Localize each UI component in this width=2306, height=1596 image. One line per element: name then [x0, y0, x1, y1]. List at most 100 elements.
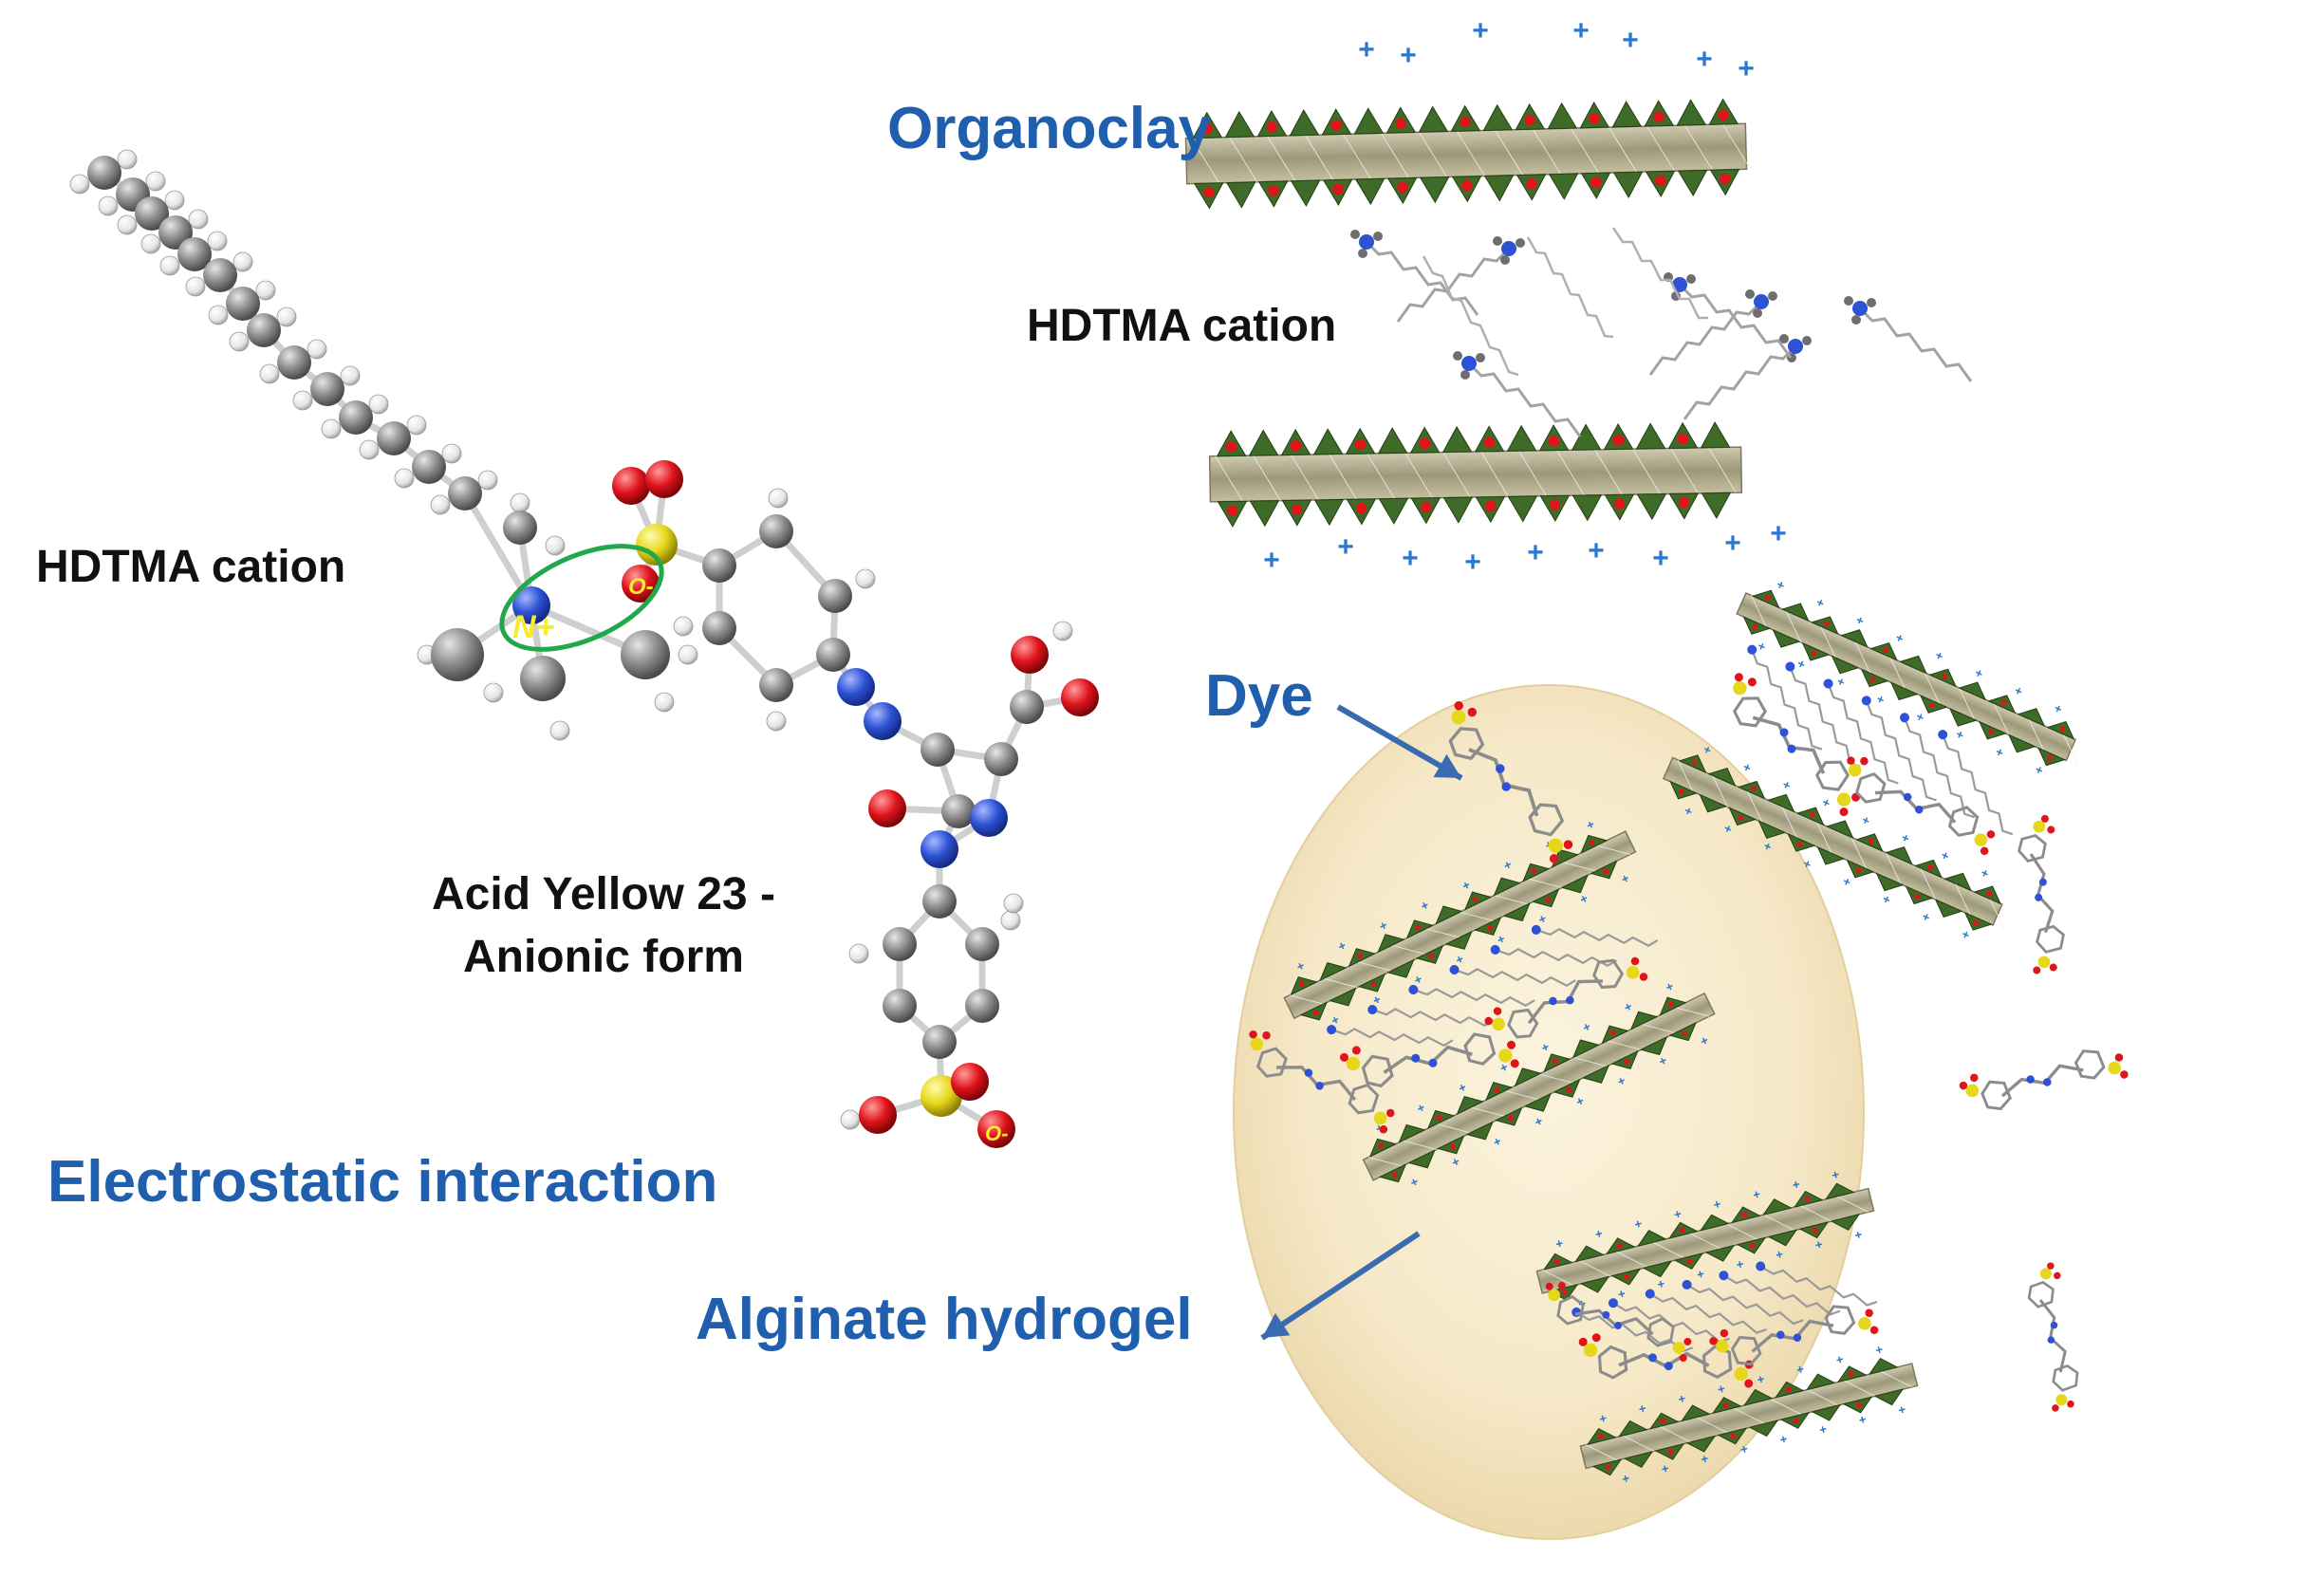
clay-oxygen: [1203, 186, 1215, 198]
methyl-group: [1686, 274, 1696, 284]
sheet-bond: [1562, 862, 1597, 872]
methyl-group: [1779, 334, 1789, 343]
charge-plus: +: [1920, 909, 1932, 925]
charge-plus: +: [1973, 665, 1985, 681]
tetrahedron-top: [1248, 429, 1279, 456]
sheet-bond: [1215, 455, 1243, 502]
tetrahedron-top: [1629, 1011, 1659, 1030]
alkyl-chain: [1526, 236, 1614, 339]
dye-ring: [1732, 696, 1768, 728]
tetrahedron-top: [1493, 877, 1521, 897]
dye-oxygen: [1734, 673, 1743, 682]
tetrahedron-bottom: [1386, 958, 1415, 978]
sheet-bond: [1850, 837, 1868, 869]
ammonium-head: [1359, 234, 1374, 250]
charge-plus: +: [1724, 528, 1741, 559]
dye-nitrogen: [1411, 1053, 1421, 1063]
charge-plus: +: [1633, 1216, 1644, 1232]
label-arrows: [1260, 704, 1463, 1341]
clay-oxygen: [1605, 1464, 1611, 1471]
sheet-bond: [1404, 453, 1433, 499]
hydrogen-atom: [394, 468, 415, 489]
clay-oxygen: [1869, 838, 1874, 844]
dye-ring: [1597, 1345, 1628, 1380]
sheet-bond: [1781, 806, 1798, 839]
charge-plus: +: [1263, 545, 1280, 576]
clay-oxygen: [1397, 181, 1408, 194]
tetrahedron-bottom: [1560, 874, 1590, 894]
clay-oxygen: [1226, 505, 1238, 516]
tetrahedron-top: [1514, 1067, 1542, 1087]
charge-plus: +: [1899, 830, 1911, 846]
alkyl-chain: [1865, 699, 1937, 802]
dye-ring: [2027, 1280, 2055, 1308]
charge-plus: +: [1652, 543, 1669, 574]
dye-oxygen: [1249, 1030, 1257, 1039]
oxygen-atom: [977, 1110, 1015, 1148]
tetrahedron-top: [1840, 629, 1869, 648]
tetrahedron-bottom: [1636, 492, 1667, 521]
hydrogen-atom: [276, 306, 297, 327]
clay-sheet: ++++++++++++++++: [1579, 1342, 1919, 1486]
intercalated-dye: [1732, 673, 1861, 817]
clay-oxygen: [1330, 120, 1342, 131]
intercalated-dye: [1340, 1032, 1519, 1088]
sheet-bond: [1622, 1435, 1655, 1452]
tetrahedron-top: [1353, 107, 1385, 135]
tetrahedron-bottom: [1571, 494, 1603, 522]
dye-oxygen: [1630, 956, 1640, 966]
clay-stack: ++++++++++++++++++++++++++++++++: [1283, 817, 1716, 1190]
hydrogen-atom: [98, 195, 119, 216]
clay-oxygen: [1883, 647, 1889, 654]
ammonium-head: [1861, 696, 1871, 706]
dye-nitrogen: [1664, 1362, 1673, 1371]
methyl-group: [1460, 370, 1470, 380]
carbon-atom: [87, 156, 121, 190]
dye-sulfur: [1548, 1289, 1560, 1302]
tetrahedron-bottom: [1507, 495, 1538, 523]
dye-nitrogen: [1496, 764, 1505, 773]
hdtma-molecule: [1350, 230, 1479, 316]
sheet-bond: [1305, 135, 1334, 180]
hydrogen-atom: [359, 439, 380, 460]
alkyl-chain: [1365, 240, 1479, 316]
charge-plus: +: [1770, 518, 1787, 549]
charge-plus: +: [1616, 1286, 1627, 1301]
dye-oxygen: [2114, 1053, 2124, 1062]
sheet-bond: [1402, 1140, 1437, 1150]
methyl-group: [1753, 308, 1762, 318]
carbon-atom: [412, 450, 446, 484]
tetrahedron-top: [1637, 1230, 1667, 1247]
ammonium-head: [1672, 277, 1687, 292]
alkyl-chain: [1330, 1028, 1454, 1048]
dye-sulfur: [1451, 710, 1466, 725]
clay-oxygen: [1548, 436, 1560, 447]
tetrahedron-bottom: [1948, 707, 1978, 727]
dye-oxygen: [1865, 1308, 1873, 1318]
charge-plus: +: [1751, 1187, 1761, 1202]
hdtma-molecule: [1396, 236, 1525, 323]
sheet-bond: [1721, 123, 1751, 170]
charge-plus: +: [1527, 537, 1544, 568]
hdtma-left-label: HDTMA cation: [36, 542, 346, 592]
tetrahedron-bottom: [1701, 492, 1732, 519]
hydrogen-atom: [483, 682, 504, 703]
hydrogen-atom: [430, 494, 451, 515]
charge-plus: +: [1893, 630, 1906, 646]
clay-oxygen: [1667, 1001, 1674, 1008]
tetrahedron-bottom: [1290, 179, 1321, 207]
sheet-bond: [1885, 852, 1902, 885]
ammonium-head: [1756, 1261, 1766, 1271]
alkyl-chain: [1495, 948, 1618, 968]
charge-plus: +: [1874, 692, 1887, 708]
sheet-bond: [1538, 1073, 1573, 1084]
sheet-bond: [1696, 1417, 1728, 1434]
alkyl-chain: [1722, 1274, 1841, 1316]
dye-oxygen: [1679, 1354, 1687, 1363]
hydrogen-atom: [766, 711, 787, 732]
acid-yellow-line1: Acid Yellow 23 -: [432, 869, 775, 919]
tetrahedron-bottom: [1748, 1420, 1779, 1438]
tetrahedron-bottom: [1642, 1260, 1673, 1278]
carbon-atom: [965, 989, 999, 1023]
